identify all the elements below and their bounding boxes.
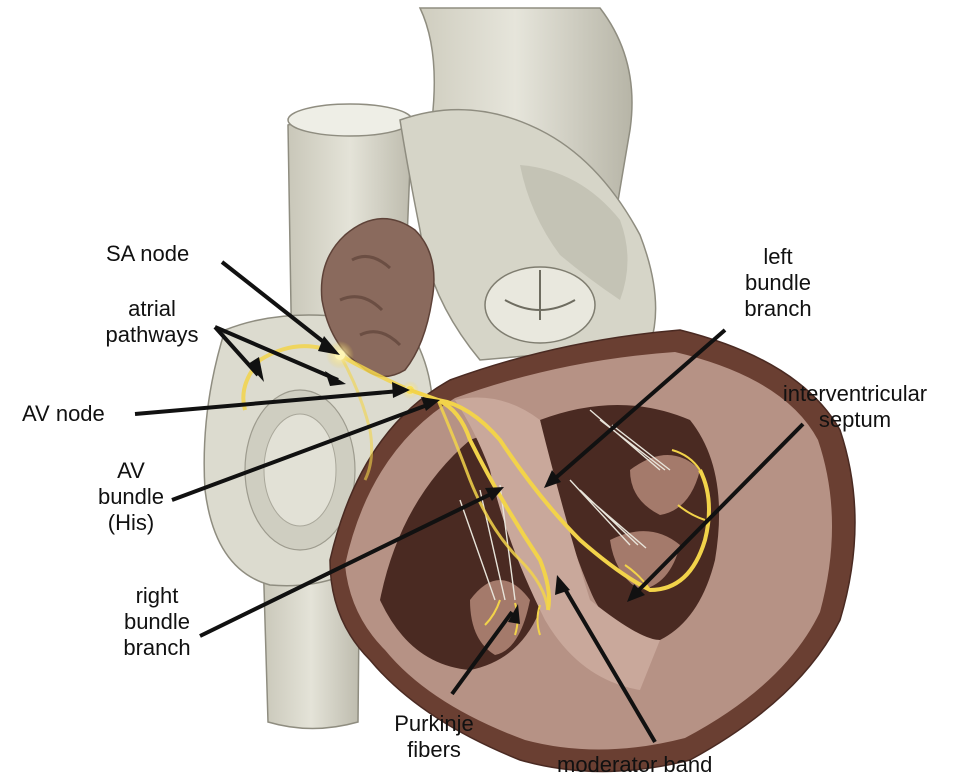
label-line: bundle: [123, 609, 190, 635]
label-line: bundle: [744, 270, 811, 296]
label-av-bundle: AV bundle (His): [98, 458, 164, 536]
label-line: (His): [98, 510, 164, 536]
label-line: pathways: [106, 322, 199, 348]
label-av-node: AV node: [22, 401, 105, 427]
label-left-bundle-branch: left bundle branch: [744, 244, 811, 322]
label-line: right: [123, 583, 190, 609]
label-line: AV: [98, 458, 164, 484]
label-line: branch: [744, 296, 811, 322]
label-line: left: [744, 244, 811, 270]
label-line: septum: [783, 407, 927, 433]
label-line: SA node: [106, 241, 189, 267]
label-purkinje-fibers: Purkinje fibers: [394, 711, 473, 763]
label-line: atrial: [106, 296, 199, 322]
label-atrial-pathways: atrial pathways: [106, 296, 199, 348]
label-line: bundle: [98, 484, 164, 510]
label-line: moderator band: [557, 752, 712, 778]
label-line: fibers: [394, 737, 473, 763]
label-line: AV node: [22, 401, 105, 427]
label-interventricular-septum: interventricular septum: [783, 381, 927, 433]
aortic-valve: [485, 267, 595, 343]
label-line: branch: [123, 635, 190, 661]
label-line: interventricular: [783, 381, 927, 407]
label-line: Purkinje: [394, 711, 473, 737]
label-moderator-band: moderator band: [557, 752, 712, 778]
label-sa-node: SA node: [106, 241, 189, 267]
label-right-bundle-branch: right bundle branch: [123, 583, 190, 661]
